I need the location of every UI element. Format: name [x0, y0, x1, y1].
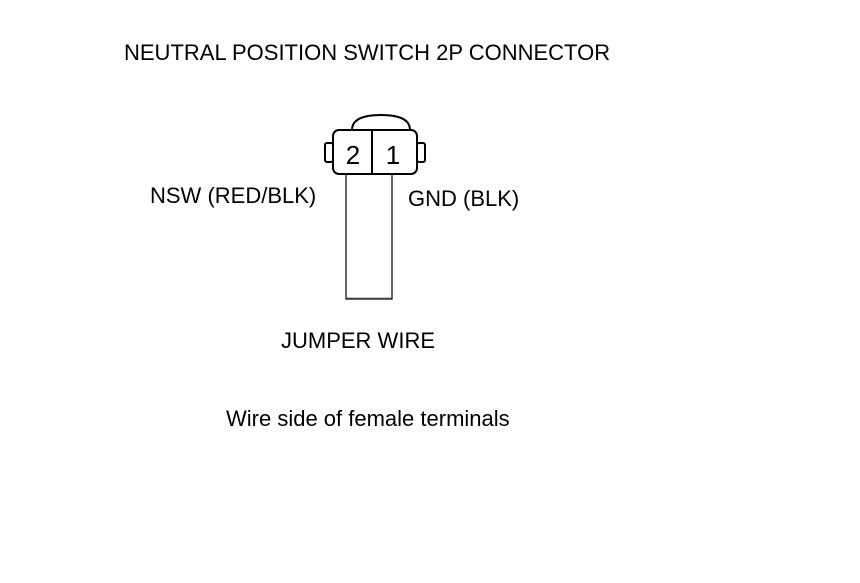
- nsw-wire-label: NSW (RED/BLK): [150, 183, 317, 208]
- gnd-wire-label: GND (BLK): [408, 186, 520, 211]
- terminal-1-number: 1: [386, 140, 400, 170]
- terminal-2-number: 2: [346, 140, 360, 170]
- connector-left-ear: [324, 142, 334, 163]
- jumper-wire: [345, 174, 393, 300]
- terminal-view-caption: Wire side of female terminals: [226, 406, 510, 431]
- diagram-title: NEUTRAL POSITION SWITCH 2P CONNECTOR: [124, 40, 611, 65]
- jumper-wire-label: JUMPER WIRE: [281, 328, 435, 353]
- connector-right-ear: [416, 142, 426, 163]
- connector-lock-tab: [351, 113, 411, 131]
